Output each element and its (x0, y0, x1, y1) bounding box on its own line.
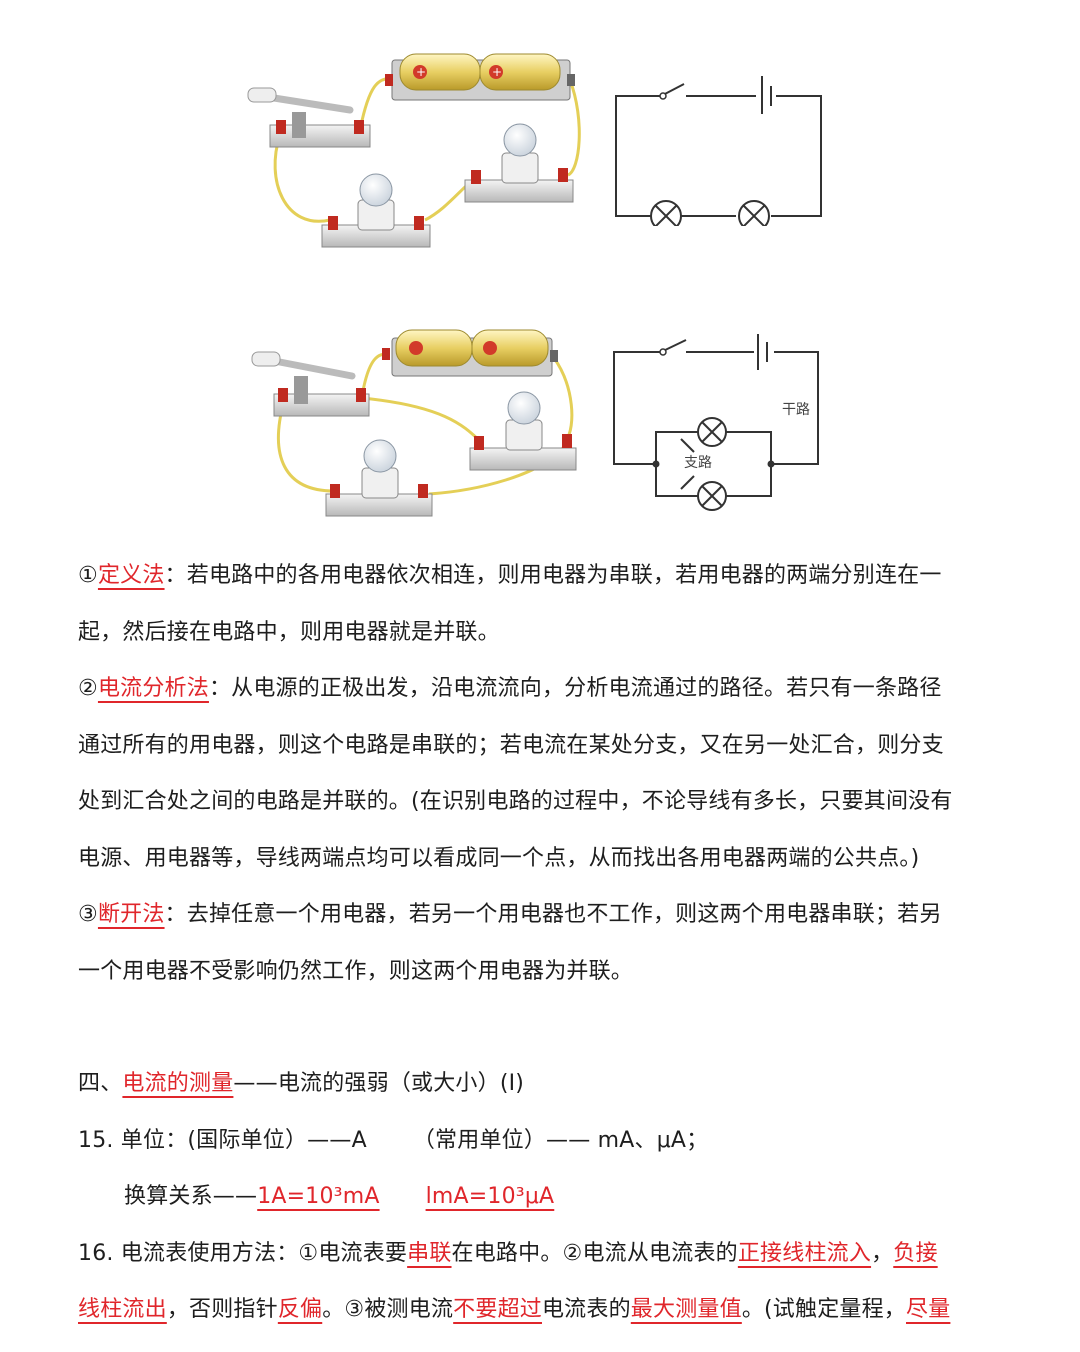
method-2-line-2: 通过所有的用电器，则这个电路是串联的；若电流在某处分支，又在另一处汇合，则分支 (78, 732, 944, 758)
method-1-line-2: 起，然后接在电路中，则用电器就是并联。 (78, 619, 500, 645)
method-2-line-4: 电源、用电器等，导线两端点均可以看成同一个点，从而找出各用电器两端的公共点。) (78, 845, 920, 871)
section-4-topic: 电流的测量 (122, 1071, 234, 1096)
svg-text:+: + (492, 65, 502, 79)
method-3-line-2: 一个用电器不受影响仍然工作，则这两个用电器为并联。 (78, 958, 634, 984)
conversion-1: 1A=10³mA (257, 1184, 380, 1209)
branch-label: 支路 (684, 455, 712, 471)
conversion-2: lmA=10³μA (425, 1184, 555, 1209)
method-2-line-3: 处到汇合处之间的电路是并联的。(在识别电路的过程中，不论导线有多长，只要其间没有 (78, 789, 953, 814)
method-1-name: 定义法 (97, 563, 165, 588)
trunk-label: 干路 (782, 402, 810, 418)
item-15-units: 15. 单位：(国际单位）——A（常用单位）—— mA、μA； (78, 1127, 709, 1153)
method-3-line-1: ③断开法：去掉任意一个用电器，若另一个用电器也不工作，则这两个用电器串联；若另 (78, 902, 942, 927)
series-circuit-schematic (615, 76, 822, 226)
item-16-line-2: 线柱流出，否则指针反偏。③被测电流不要超过电流表的最大测量值。(试触定量程，尽量 (78, 1297, 951, 1322)
svg-text:+: + (416, 65, 426, 79)
method-1-line-1: ①定义法：若电路中的各用电器依次相连，则用电器为串联，若用电器的两端分别连在一 (78, 563, 942, 588)
section-4-heading: 四、电流的测量——电流的强弱（或大小）(I) (78, 1071, 525, 1096)
parallel-circuit-photo (251, 329, 577, 517)
parallel-circuit-schematic: 干路 支路 (613, 334, 819, 511)
text-body: ①定义法：若电路中的各用电器依次相连，则用电器为串联，若用电器的两端分别连在一 … (78, 548, 1018, 1339)
method-2-name: 电流分析法 (97, 676, 209, 701)
method-3-name: 断开法 (97, 902, 165, 927)
method-2-line-1: ②电流分析法：从电源的正极出发，沿电流流向，分析电流通过的路径。若只有一条路径 (78, 676, 942, 701)
item-16-line-1: 16. 电流表使用方法：①电流表要串联在电路中。②电流从电流表的正接线柱流入，负… (78, 1240, 938, 1266)
spacer (78, 1000, 1018, 1056)
series-circuit-photo: + + (247, 53, 581, 248)
